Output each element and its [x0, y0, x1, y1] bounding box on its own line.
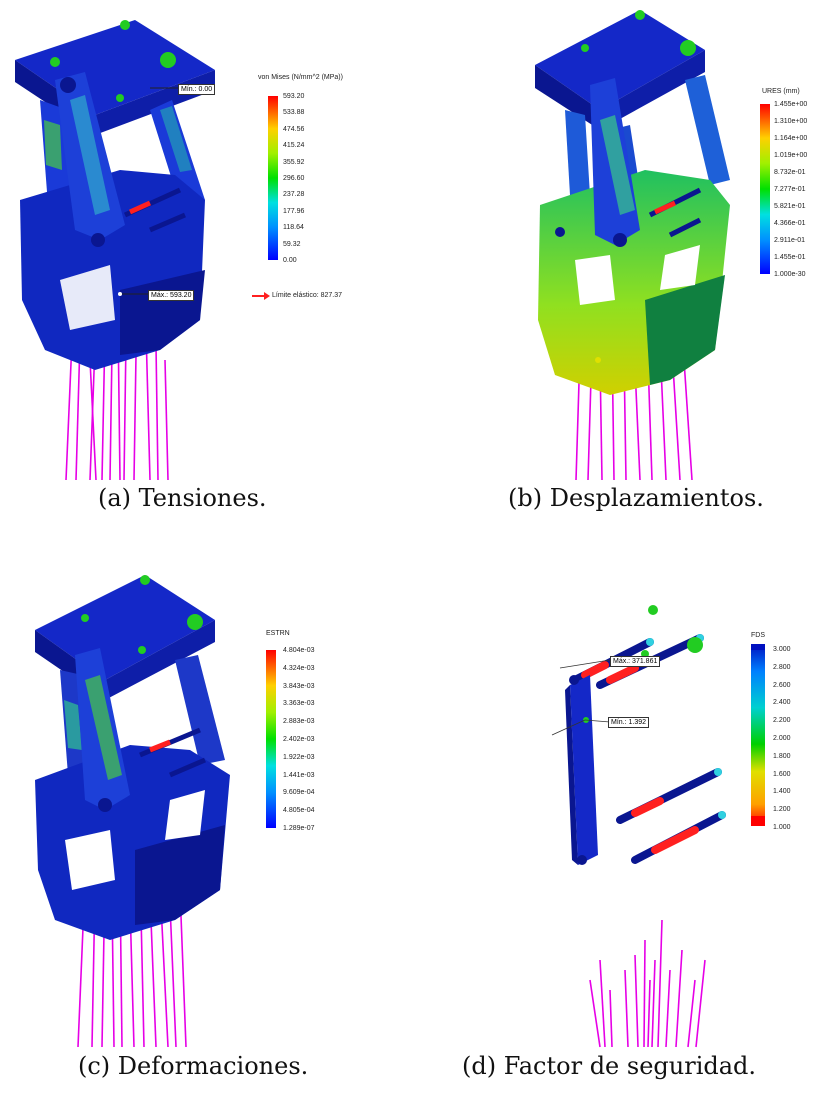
caption-c: (c) Deformaciones. — [78, 1052, 309, 1080]
tick: 4.804e-03 — [283, 647, 315, 654]
model-c — [35, 575, 230, 1048]
panel-b: URES (mm) 1.455e+00 1.310e+00 1.164e+00 … — [500, 0, 816, 530]
tick: 237.28 — [283, 191, 305, 199]
tick: 1.164e+00 — [774, 135, 808, 142]
tick: 593.20 — [283, 93, 305, 100]
max-label: Máx.: 371.861 — [610, 656, 661, 667]
legend-title: FDS — [751, 632, 765, 639]
tick: 3.843e-03 — [283, 682, 315, 690]
tick: 1.000 — [773, 824, 791, 831]
tick: 2.911e-01 — [774, 237, 806, 244]
tick: 7.277e-01 — [774, 186, 806, 193]
tick: 3.000 — [773, 646, 791, 653]
tick: 1.000e-30 — [774, 271, 806, 278]
panel-a: Mín.: 0.00 Máx.: 593.20 von Mises (N/mm^… — [0, 0, 400, 530]
tick: 1.922e-03 — [283, 753, 315, 761]
tick: 2.883e-03 — [283, 718, 315, 726]
max-label: Máx.: 593.20 — [148, 290, 195, 301]
tick: 1.019e+00 — [774, 152, 808, 159]
tick: 118.64 — [283, 224, 304, 232]
tick: 4.324e-03 — [283, 664, 315, 672]
tick: 2.800 — [773, 663, 791, 671]
panel-c: ESTRN 4.804e-03 4.324e-03 3.843e-03 3.36… — [0, 560, 400, 1095]
tick-list: 593.20 533.88 474.56 415.24 355.92 296.6… — [283, 93, 343, 268]
tick: 1.600 — [773, 770, 791, 778]
tick: 4.805e-04 — [283, 807, 315, 815]
tick-list: 3.000 2.800 2.600 2.400 2.200 2.000 1.80… — [773, 646, 813, 836]
tick: 533.88 — [283, 109, 305, 117]
tick: 1.200 — [773, 806, 791, 814]
tick: 1.455e-01 — [774, 254, 806, 261]
tick: 2.000 — [773, 735, 791, 742]
tick: 1.441e-03 — [283, 771, 315, 779]
tick: 0.00 — [283, 257, 297, 264]
color-bar — [266, 650, 276, 828]
tick-list: 1.455e+00 1.310e+00 1.164e+00 1.019e+00 … — [774, 101, 816, 281]
legend-title: ESTRN — [266, 630, 290, 637]
tick: 296.60 — [283, 175, 305, 182]
tick: 1.800 — [773, 752, 791, 760]
caption-d: (d) Factor de seguridad. — [462, 1052, 757, 1080]
tick: 2.400 — [773, 699, 791, 707]
caption-b: (b) Desplazamientos. — [508, 484, 764, 512]
tick: 355.92 — [283, 158, 305, 166]
tick: 2.600 — [773, 681, 791, 689]
model-b — [535, 10, 730, 481]
tick: 1.455e+00 — [774, 101, 808, 108]
yield-label: Límite elástico: 827.37 — [272, 292, 343, 299]
tick: 1.310e+00 — [774, 118, 808, 125]
tick: 1.289e-07 — [283, 825, 315, 832]
tick: 8.732e-01 — [774, 169, 806, 176]
tick: 59.32 — [283, 240, 301, 248]
tick: 3.363e-03 — [283, 700, 315, 708]
legend-title: URES (mm) — [762, 88, 800, 95]
legend-title: von Mises (N/mm^2 (MPa)) — [258, 74, 343, 81]
tick: 415.24 — [283, 142, 305, 150]
color-bar — [268, 96, 278, 260]
tick: 5.821e-01 — [774, 203, 806, 210]
caption-a: (a) Tensiones. — [98, 484, 267, 512]
color-bar — [760, 104, 770, 274]
min-label: Mín.: 1.392 — [608, 717, 650, 728]
tick: 9.609e-04 — [283, 789, 315, 797]
min-label: Mín.: 0.00 — [178, 84, 216, 95]
tick: 2.200 — [773, 717, 791, 725]
tick: 1.400 — [773, 788, 791, 796]
tick: 177.96 — [283, 207, 305, 215]
tick: 2.402e-03 — [283, 736, 315, 743]
model-d — [551, 605, 726, 1048]
panel-d: Máx.: 371.861 Mín.: 1.392 FDS 3.000 2.80… — [460, 560, 816, 1095]
tick: 474.56 — [283, 125, 305, 133]
color-bar — [751, 644, 765, 826]
tick-list: 4.804e-03 4.324e-03 3.843e-03 3.363e-03 … — [283, 647, 343, 837]
tick: 4.366e-01 — [774, 220, 806, 227]
